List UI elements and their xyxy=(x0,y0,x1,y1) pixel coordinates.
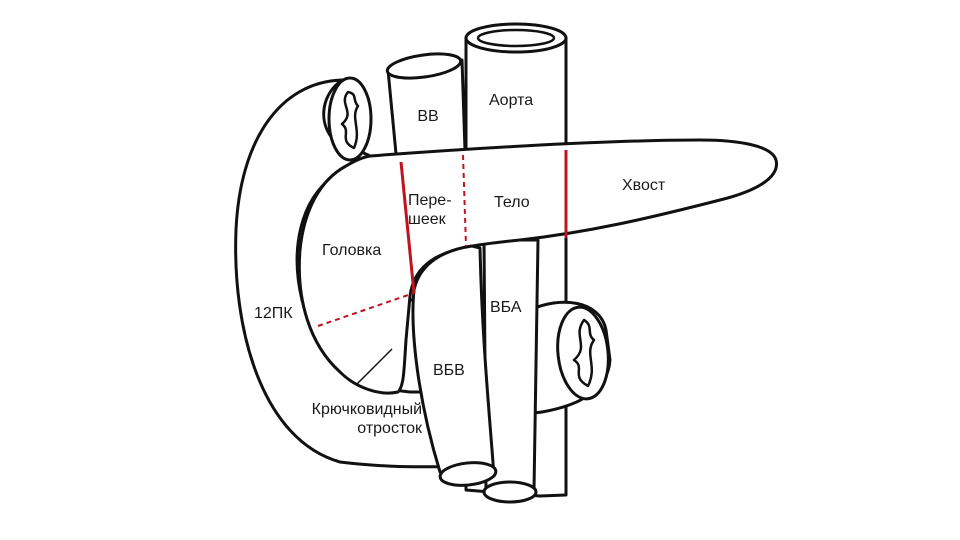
label-head: Головка xyxy=(322,241,381,260)
label-isthmus-line2: шеек xyxy=(408,210,446,229)
label-smv: ВБВ xyxy=(433,361,465,380)
duodenum-upper-end xyxy=(329,78,371,160)
label-uncinate-line2: отросток xyxy=(270,419,422,438)
label-body: Тело xyxy=(494,193,530,212)
label-duodenum: 12ПК xyxy=(254,304,293,323)
sma-bottom-end xyxy=(484,482,536,502)
label-tail: Хвост xyxy=(622,176,665,195)
aorta-top-lumen xyxy=(478,30,554,46)
label-vv: ВВ xyxy=(408,107,448,126)
label-sma: ВБА xyxy=(490,298,522,317)
label-aorta: Аорта xyxy=(489,91,533,110)
label-isthmus-line1: Пере- xyxy=(408,191,452,210)
label-uncinate-line1: Крючковидный xyxy=(270,400,422,419)
